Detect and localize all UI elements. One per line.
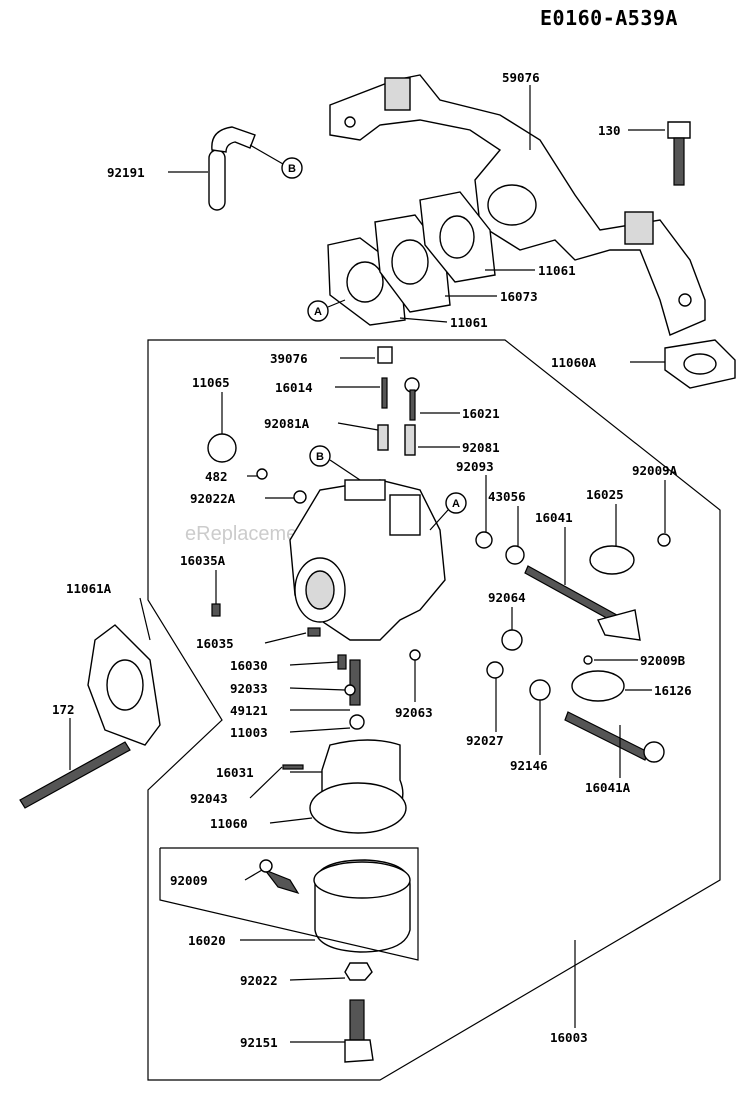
part-number-92064: 92064 [488, 590, 526, 605]
washer-92022-part [344, 962, 373, 981]
choke-shaft-16041a-part [564, 711, 665, 763]
screw-92063-part [409, 649, 421, 661]
choke-plate-16126-part [571, 670, 625, 702]
part-number-482: 482 [205, 469, 228, 484]
stud-172-part [19, 741, 131, 809]
nut-43056-part [505, 545, 525, 565]
part-number-16041: 16041 [535, 510, 573, 525]
part-number-11065: 11065 [192, 375, 230, 390]
part-number-16035: 16035 [196, 636, 234, 651]
part-number-172: 172 [52, 702, 75, 717]
throttle-plate-16025-part [589, 545, 635, 575]
part-number-11061-top: 11061 [538, 263, 576, 278]
part-number-16021: 16021 [462, 406, 500, 421]
diagram-code: E0160-A539A [540, 6, 678, 30]
reference-marker-a-right-label: A [452, 498, 460, 510]
gasket-11061a-part [87, 624, 161, 746]
part-number-92022a: 92022A [190, 491, 236, 506]
part-number-130: 130 [598, 123, 621, 138]
part-number-16020: 16020 [188, 933, 226, 948]
part-number-49121: 49121 [230, 703, 268, 718]
part-number-16126: 16126 [654, 683, 692, 698]
reference-marker-b-lower-label: B [316, 451, 324, 463]
hose-92191-part [208, 126, 256, 211]
part-number-92063: 92063 [395, 705, 433, 720]
part-number-11060: 11060 [210, 816, 248, 831]
plug-11065-part [207, 433, 237, 463]
screw-92064-part [501, 629, 523, 651]
needle-16030-part [337, 654, 347, 670]
emulsion-tube-49121-part [349, 659, 361, 706]
o-ring-92093-part [475, 531, 493, 549]
reference-marker-a-left-label: A [314, 306, 322, 318]
part-number-92043: 92043 [190, 791, 228, 806]
reference-marker-b-upper: B [281, 157, 303, 179]
reference-marker-b-upper-label: B [288, 163, 296, 175]
part-number-labels: 59076 130 92191 11061 16073 11061 11060A… [52, 70, 692, 1050]
part-number-11061a: 11061A [66, 581, 112, 596]
throttle-shaft-16041-part [524, 565, 641, 641]
jet-16035-part [307, 627, 321, 637]
washer-92027-part [486, 661, 504, 679]
bolt-92009-part [259, 859, 300, 895]
reference-marker-a-right: A [445, 492, 467, 514]
part-number-11060a: 11060A [551, 355, 597, 370]
part-number-16041a: 16041A [585, 780, 631, 795]
spring-92146-part [529, 679, 551, 701]
part-number-16014: 16014 [275, 380, 313, 395]
reference-marker-b-lower: B [309, 445, 331, 467]
float-bowl-16020-part [313, 859, 411, 953]
pin-92043-part [282, 764, 304, 770]
part-number-43056: 43056 [488, 489, 526, 504]
part-number-16025: 16025 [586, 487, 624, 502]
leader-lines [69, 85, 666, 1043]
bowl-group-bracket [159, 847, 419, 961]
part-number-39076: 39076 [270, 351, 308, 366]
clip-482-part [256, 468, 268, 480]
drain-bolt-92151-part [344, 999, 374, 1063]
jet-16035a-part [211, 603, 221, 617]
part-number-92022: 92022 [240, 973, 278, 988]
gasket-11060a-part [664, 339, 736, 389]
part-number-16030: 16030 [230, 658, 268, 673]
part-number-92081: 92081 [462, 440, 500, 455]
part-number-59076: 59076 [502, 70, 540, 85]
carburetor-body-part [289, 479, 446, 641]
idle-adjust-springs [377, 346, 420, 456]
bolt-130-part [667, 121, 691, 186]
washer-92022a-part [293, 490, 307, 504]
intake-manifold-part [329, 74, 706, 336]
part-number-92146: 92146 [510, 758, 548, 773]
clip-92033-part [344, 684, 356, 696]
part-number-92151: 92151 [240, 1035, 278, 1050]
part-number-92009b: 92009B [640, 653, 686, 668]
part-number-16035a: 16035A [180, 553, 226, 568]
part-number-92081a: 92081A [264, 416, 310, 431]
part-number-92009a: 92009A [632, 463, 678, 478]
screw-92009b-part [583, 655, 593, 665]
part-number-92033: 92033 [230, 681, 268, 696]
part-number-16073: 16073 [500, 289, 538, 304]
reference-marker-a-left: A [307, 300, 329, 322]
assembly-outline [147, 339, 721, 1081]
part-number-92027: 92027 [466, 733, 504, 748]
float-bowl-collar-part [309, 739, 407, 834]
part-number-16031: 16031 [216, 765, 254, 780]
part-number-16003: 16003 [550, 1030, 588, 1045]
part-number-92191: 92191 [107, 165, 145, 180]
main-jet-11003-part [349, 714, 365, 730]
part-number-92009: 92009 [170, 873, 208, 888]
part-number-11061-lower: 11061 [450, 315, 488, 330]
screw-92009a-part [657, 533, 671, 547]
part-number-92093: 92093 [456, 459, 494, 474]
part-number-11003: 11003 [230, 725, 268, 740]
gasket-set-part [327, 191, 496, 326]
